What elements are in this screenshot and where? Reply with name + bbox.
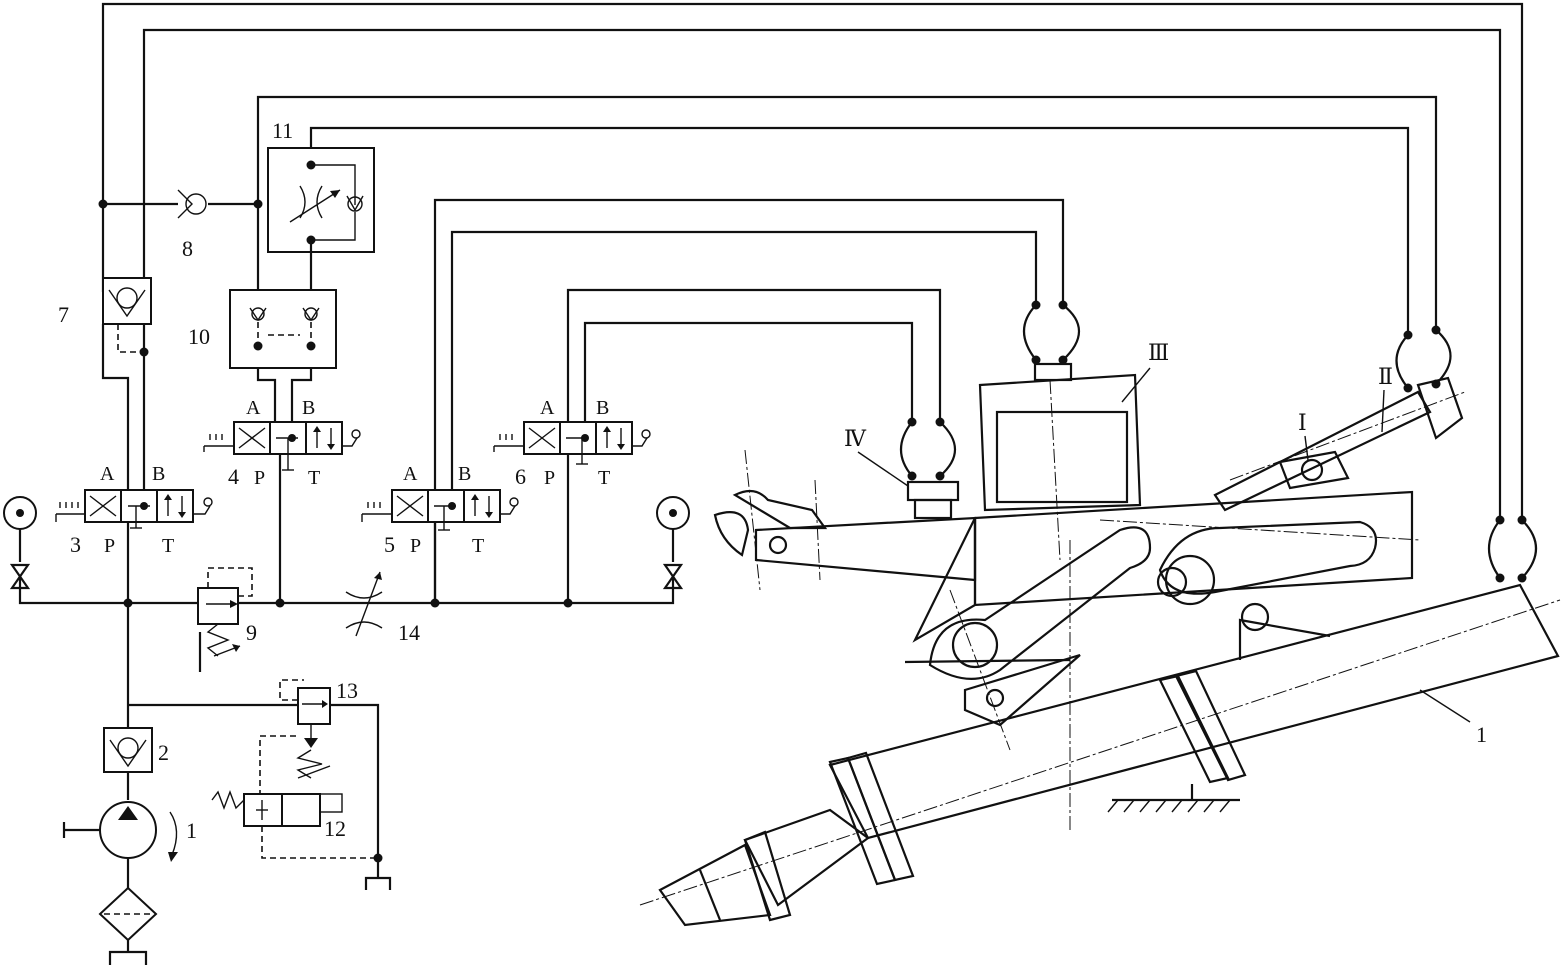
port-B: B [596,397,609,419]
pump-label: 1 [186,818,197,843]
valve5-label: 5 [384,532,395,557]
body-label: 1 [1476,722,1487,747]
port-T: T [598,467,610,489]
pump-1: 1 [62,801,197,888]
throttle14-label: 14 [398,620,420,645]
valve4-label: 4 [228,464,239,489]
port-A: A [100,463,115,485]
port-P: P [104,535,115,557]
drill-rig-drawing: 1 Ⅲ [639,300,1561,927]
port-P: P [410,535,421,557]
port-B: B [302,397,315,419]
check-valve-8: 8 [98,189,263,261]
directional-valve-5[interactable]: A B P T 5 [361,463,519,557]
check-valve-2: 2 [103,727,169,773]
tank-symbol [364,876,392,890]
pipe-network [101,2,1524,603]
port-T: T [472,535,484,557]
relief9-label: 9 [246,620,257,645]
valve6-label: 6 [515,464,526,489]
directional-valve-6[interactable]: A B P T 6 [493,397,651,489]
port-T: T [308,467,320,489]
port-A: A [403,463,418,485]
port-A: A [246,397,261,419]
filter [98,886,158,965]
solenoid12-label: 12 [324,816,346,841]
port-P: P [254,467,265,489]
valve3-label: 3 [70,532,81,557]
directional-valve-4[interactable]: A B P T 4 [203,397,361,489]
hydraulic-lock-10: 10 [188,289,337,425]
check-valve-7: 7 [58,277,152,490]
throttle-valve-11: 11 [267,118,375,290]
check8-label: 8 [182,236,193,261]
relief-valve-13: 13 [279,678,358,779]
directional-valve-3[interactable]: A B P T 3 [55,463,213,557]
check2-label: 2 [158,740,169,765]
port-B: B [152,463,165,485]
throttle11-label: 11 [272,118,293,143]
main-pressure-line [3,445,690,863]
relief13-label: 13 [336,678,358,703]
cylinder-III-label: Ⅲ [1148,340,1169,365]
check7-label: 7 [58,302,69,327]
throttle-valve-14: 14 [345,571,420,645]
port-A: A [540,397,555,419]
relief-valve-9: 9 [197,567,257,672]
cylinder-I-label: Ⅰ [1298,410,1307,435]
solenoid-valve-12: 12 [211,735,378,859]
port-T: T [162,535,174,557]
cylinder-IV-label: Ⅳ [844,426,867,451]
cylinder-II-label: Ⅱ [1378,364,1393,389]
port-P: P [544,467,555,489]
lock10-label: 10 [188,324,210,349]
port-B: B [458,463,471,485]
